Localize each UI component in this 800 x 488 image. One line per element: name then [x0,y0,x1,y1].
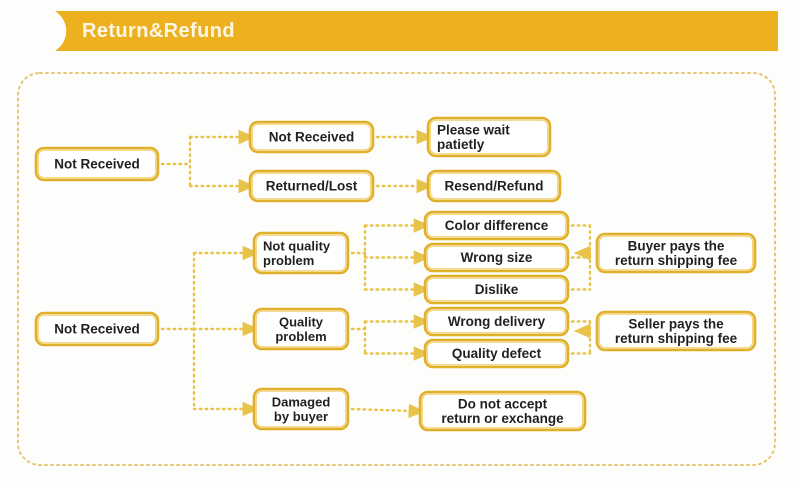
node-border [423,210,570,241]
node-border [423,274,570,305]
node-border-inner [255,310,347,348]
flow-node[interactable]: Resend/Refund [426,169,562,203]
node-border-inner [429,119,549,155]
connector-n9-n17 [350,403,426,419]
node-border-inner [251,172,372,200]
flow-node[interactable]: Returned/Lost [248,169,375,203]
node-border-inner [421,393,584,429]
diagram-frame-layer [17,72,776,466]
node-label: Returned/Lost [266,179,358,194]
node-border-inner [429,172,559,200]
flow-node[interactable]: Dislike [423,274,570,305]
page-title: Return&Refund [82,20,235,42]
node-border [252,307,350,351]
flow-node[interactable]: Wrong size [423,242,570,273]
node-border-inner [251,123,372,151]
node-label: Wrong size [461,250,533,265]
node-border [248,169,375,203]
node-label: Wrong delivery [448,314,546,329]
node-label: Color difference [445,218,549,233]
flow-node[interactable]: Not Received [34,146,160,182]
node-border [423,306,570,337]
node-border-inner [255,234,347,272]
node-label: Not Received [54,157,140,172]
flow-node[interactable]: Not Received [248,120,375,154]
node-border-inner [37,149,157,179]
node-border [252,231,350,275]
node-label: Not Received [54,322,140,337]
node-border-inner [426,277,567,302]
node-border-inner [37,314,157,344]
node-label: Quality defect [452,346,542,361]
node-border [248,120,375,154]
node-border-inner [255,390,347,428]
node-border [34,311,160,347]
flow-node[interactable]: Wrong delivery [423,306,570,337]
node-border [426,169,562,203]
flow-node[interactable]: Color difference [423,210,570,241]
node-border [34,146,160,182]
node-border [595,232,757,274]
flow-node[interactable]: Quality defect [423,338,570,369]
node-label: Dislike [475,282,519,297]
node-border-inner [598,313,754,349]
node-border-inner [426,245,567,270]
node-border-inner [426,309,567,334]
node-border [252,387,350,431]
node-border [595,310,757,352]
node-border [423,338,570,369]
node-border-inner [598,235,754,271]
outer-dotted-frame [17,72,776,466]
node-border [423,242,570,273]
banner-shape [55,11,778,51]
connector-layer [160,129,592,419]
flow-node[interactable]: Not Received [34,311,160,347]
node-label: Resend/Refund [444,179,543,194]
node-border [418,390,587,432]
node-border-inner [426,341,567,366]
node-border [426,116,552,158]
node-label: Not Received [269,130,355,145]
node-border-inner [426,213,567,238]
header-banner [55,11,778,51]
